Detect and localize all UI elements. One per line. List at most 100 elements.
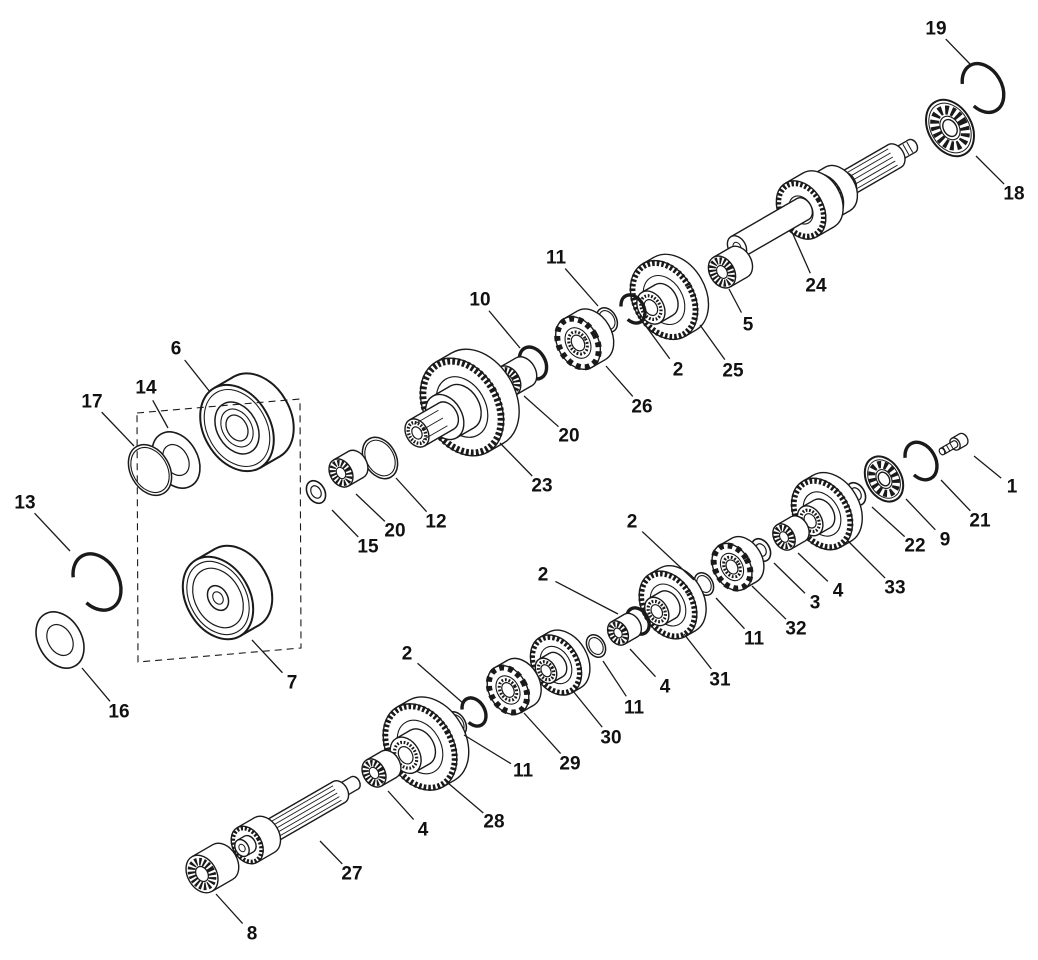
callout-4: 4 bbox=[629, 648, 671, 698]
leader-line bbox=[797, 552, 829, 582]
part-gear-25 bbox=[629, 253, 710, 341]
callout-label: 12 bbox=[425, 512, 446, 533]
part-retaining-ring-2-upper bbox=[619, 293, 647, 325]
callout-label: 7 bbox=[287, 673, 298, 694]
callout-21: 21 bbox=[940, 479, 991, 532]
part-bearing-housing-6 bbox=[199, 372, 295, 473]
callout-9: 9 bbox=[905, 498, 950, 551]
leader-line bbox=[395, 477, 428, 513]
part-bushing-8 bbox=[185, 842, 240, 894]
leader-line bbox=[319, 840, 343, 865]
leader-line bbox=[499, 442, 533, 477]
part-retaining-ring-2-c bbox=[460, 696, 488, 728]
callout-label: 23 bbox=[531, 476, 552, 497]
callout-label: 11 bbox=[513, 761, 534, 782]
part-roller-bearing-20-left bbox=[328, 449, 369, 488]
callout-label: 13 bbox=[14, 493, 35, 514]
callout-15: 15 bbox=[331, 509, 379, 558]
callout-33: 33 bbox=[847, 540, 906, 599]
callout-13: 13 bbox=[14, 493, 71, 552]
callout-label: 2 bbox=[673, 360, 684, 381]
callout-4: 4 bbox=[387, 790, 429, 841]
callout-5: 5 bbox=[728, 288, 754, 336]
callout-label: 11 bbox=[624, 698, 645, 719]
leader-line bbox=[447, 782, 484, 814]
leader-line bbox=[629, 648, 656, 678]
part-ball-bearing-9 bbox=[863, 455, 905, 503]
leader-line bbox=[81, 667, 111, 702]
callout-label: 4 bbox=[833, 581, 844, 602]
part-roller-bearing-4-mid bbox=[606, 612, 643, 646]
leader-line bbox=[555, 580, 619, 615]
part-sliding-dog-29 bbox=[485, 657, 542, 716]
leader-line bbox=[251, 639, 283, 674]
callout-label: 32 bbox=[785, 619, 806, 640]
part-bearing-spacer-5 bbox=[707, 245, 754, 289]
callout-label: 31 bbox=[709, 670, 731, 691]
callout-label: 27 bbox=[341, 864, 362, 885]
callout-label: 25 bbox=[722, 361, 744, 382]
leader-line bbox=[945, 38, 971, 65]
part-spring-ring-10 bbox=[517, 345, 549, 381]
leader-line bbox=[101, 411, 135, 447]
callout-label: 28 bbox=[483, 812, 504, 833]
leader-line bbox=[387, 790, 415, 821]
leader-line bbox=[215, 893, 244, 925]
leader-line bbox=[975, 155, 1005, 185]
callout-22: 22 bbox=[871, 506, 926, 557]
callout-19: 19 bbox=[925, 19, 971, 65]
leader-line bbox=[940, 479, 971, 512]
callout-label: 15 bbox=[357, 537, 379, 558]
leader-line bbox=[973, 455, 1002, 479]
callout-label: 10 bbox=[469, 290, 490, 311]
callout-32: 32 bbox=[751, 585, 807, 640]
callout-8: 8 bbox=[215, 893, 258, 945]
callout-label: 11 bbox=[744, 629, 765, 650]
part-mainshaft-24 bbox=[726, 138, 919, 259]
callout-label: 2 bbox=[402, 644, 413, 665]
callout-2: 2 bbox=[639, 317, 684, 381]
part-sliding-dog-26 bbox=[554, 308, 615, 371]
callout-label: 33 bbox=[884, 578, 905, 599]
callout-label: 17 bbox=[81, 392, 102, 413]
part-retaining-ring-2-d bbox=[625, 606, 651, 636]
callout-3: 3 bbox=[773, 562, 820, 614]
callout-29: 29 bbox=[523, 712, 581, 775]
part-seal-ring-16 bbox=[35, 611, 85, 669]
callout-label: 4 bbox=[660, 677, 671, 698]
callout-2: 2 bbox=[402, 644, 465, 705]
callout-7: 7 bbox=[251, 639, 298, 694]
callout-20: 20 bbox=[355, 493, 406, 542]
callout-2: 2 bbox=[538, 565, 619, 615]
part-screw-1 bbox=[938, 432, 969, 456]
leader-line bbox=[417, 662, 465, 705]
callout-4: 4 bbox=[797, 552, 844, 602]
callout-31: 31 bbox=[683, 633, 731, 691]
leader-line bbox=[355, 493, 386, 522]
callout-label: 24 bbox=[805, 276, 827, 297]
callout-17: 17 bbox=[81, 392, 135, 447]
callout-1: 1 bbox=[973, 455, 1018, 498]
leader-line bbox=[639, 317, 671, 360]
part-ball-bearing-18 bbox=[925, 98, 975, 158]
callout-6: 6 bbox=[171, 339, 211, 393]
leader-line bbox=[751, 585, 787, 620]
leader-line bbox=[602, 660, 627, 697]
part-gear-28 bbox=[382, 696, 470, 791]
callout-24: 24 bbox=[791, 231, 827, 297]
leader-line bbox=[605, 365, 634, 397]
callout-18: 18 bbox=[975, 155, 1025, 205]
callout-26: 26 bbox=[605, 365, 653, 418]
callout-2: 2 bbox=[627, 512, 695, 581]
part-washer-15 bbox=[305, 479, 327, 505]
callout-label: 22 bbox=[904, 536, 925, 557]
leader-line bbox=[523, 712, 562, 755]
leader-line bbox=[463, 734, 512, 765]
callout-label: 8 bbox=[247, 924, 258, 945]
leader-line bbox=[331, 509, 359, 538]
dashed-assembly-outline bbox=[136, 398, 302, 663]
callout-11: 11 bbox=[602, 660, 645, 719]
callout-label: 21 bbox=[969, 511, 991, 532]
